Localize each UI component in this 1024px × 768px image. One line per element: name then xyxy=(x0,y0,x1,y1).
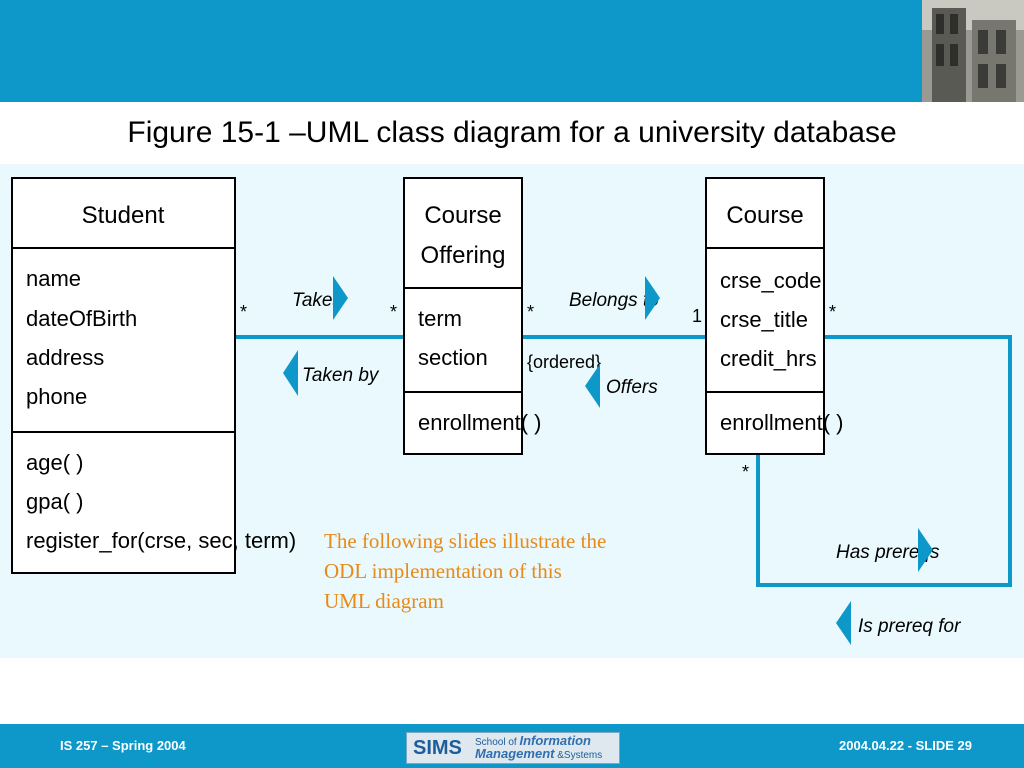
takes-label: Takes xyxy=(292,290,342,311)
course-attr-code: crse_code xyxy=(720,268,822,293)
sims-logo-word: SIMS xyxy=(413,737,462,759)
footer-bar: IS 257 – Spring 2004 SIMS School of Info… xyxy=(0,724,1024,768)
footer-slide-number: 2004.04.22 - SLIDE 29 xyxy=(839,738,972,753)
prereq-mult-bottom: * xyxy=(742,462,749,482)
top-banner xyxy=(0,0,1024,102)
belongs-mult-offering: * xyxy=(527,302,534,322)
takes-mult-student: * xyxy=(240,302,247,322)
ODL-note: The following slides illustrate the ODL … xyxy=(324,526,684,616)
student-op-age: age( ) xyxy=(26,450,83,475)
takes-arrow-right-icon xyxy=(333,276,348,320)
taken-by-arrow-left-icon xyxy=(283,350,298,396)
course-offering-class: Course Offering term section enrollment(… xyxy=(403,177,541,455)
course-class: Course crse_code crse_title credit_hrs e… xyxy=(705,177,843,455)
belongs-to-arrow-right-icon xyxy=(645,276,660,320)
course-op-enrollment: enrollment( ) xyxy=(720,410,843,435)
course-attr-title: crse_title xyxy=(720,307,808,332)
belongs-to-label: Belongs to xyxy=(569,290,659,311)
student-class: Student name dateOfBirth address phone a… xyxy=(11,177,296,574)
sims-logo-school: School of Information Management &System… xyxy=(475,733,603,761)
slide-title: Figure 15-1 –UML class diagram for a uni… xyxy=(127,116,897,149)
note-line-3: UML diagram xyxy=(324,589,444,613)
note-line-1: The following slides illustrate the xyxy=(324,529,607,553)
takes-mult-offering: * xyxy=(390,302,397,322)
footer-course: IS 257 – Spring 2004 xyxy=(60,738,186,753)
course-offering-name-line2: Offering xyxy=(421,242,506,269)
course-offering-attr-section: section xyxy=(418,345,488,370)
prereq-mult-right: * xyxy=(829,302,836,322)
student-op-register: register_for(crse, sec, term) xyxy=(26,528,296,553)
sims-logo: SIMS School of Information Management &S… xyxy=(406,732,620,764)
course-attr-credit: credit_hrs xyxy=(720,346,817,371)
offers-arrow-left-icon xyxy=(585,364,600,408)
student-class-name: Student xyxy=(82,202,165,229)
has-prereqs-label: Has prereqs xyxy=(836,542,940,563)
course-class-name: Course xyxy=(726,202,803,229)
student-attr-name: name xyxy=(26,266,81,291)
has-prereqs-arrow-right-icon xyxy=(918,528,933,572)
course-offering-name-line1: Course xyxy=(424,202,501,229)
student-attr-phone: phone xyxy=(26,384,87,409)
prereq-line xyxy=(756,335,1012,587)
course-offering-attr-term: term xyxy=(418,306,462,331)
ordered-constraint: {ordered} xyxy=(527,352,601,372)
is-prereq-for-label: Is prereq for xyxy=(858,616,961,637)
belongs-mult-course: 1 xyxy=(692,306,702,326)
offers-label: Offers xyxy=(606,377,658,398)
course-offering-op-enrollment: enrollment( ) xyxy=(418,410,541,435)
student-attr-dob: dateOfBirth xyxy=(26,306,137,331)
building-photo xyxy=(922,0,1024,102)
student-op-gpa: gpa( ) xyxy=(26,489,83,514)
is-prereq-for-arrow-left-icon xyxy=(836,601,851,645)
note-line-2: ODL implementation of this xyxy=(324,559,562,583)
taken-by-label: Taken by xyxy=(302,365,380,386)
student-attr-address: address xyxy=(26,345,104,370)
